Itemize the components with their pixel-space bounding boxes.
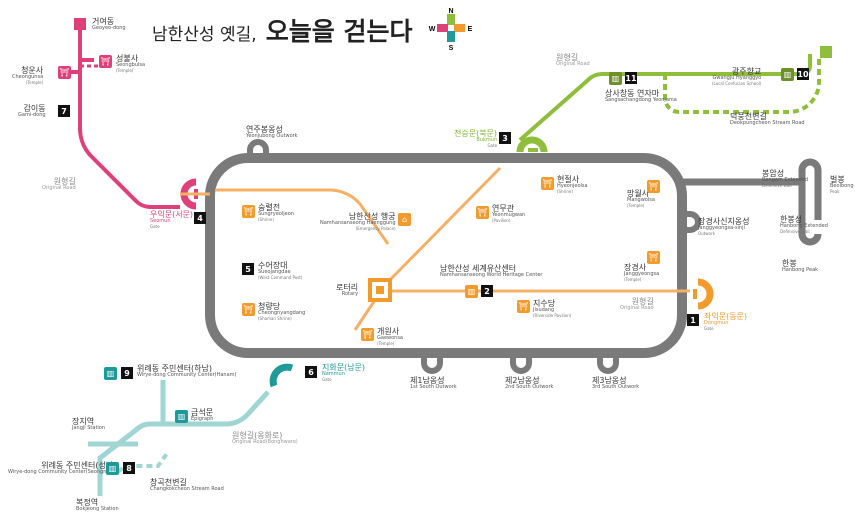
- compass-west: W: [429, 26, 436, 33]
- school-icon: ▥: [781, 68, 794, 81]
- outwork-south3: [597, 353, 619, 374]
- nammun-gate-symbol: [269, 363, 294, 388]
- label-wirye-hanam: 위례동 주민센터(하남)Wirye-dong Community Center(…: [137, 364, 237, 379]
- temple-icon: ⛩: [647, 251, 660, 264]
- number-badge-9: 9: [121, 367, 133, 379]
- green-dashed: [663, 56, 821, 114]
- shrine-icon: ⛩: [242, 303, 255, 316]
- pavilion-icon: ⛩: [476, 206, 489, 219]
- compass-east: E: [468, 26, 473, 33]
- monument-icon: ▥: [175, 410, 188, 423]
- outwork-yeonju: [247, 139, 269, 158]
- label-wirye-seongnam: 위례동 주민센터(성남)Wirye-dong Community Center(…: [8, 461, 117, 476]
- temple-icon: ⛩: [58, 66, 71, 79]
- pink-terminus: [74, 18, 86, 30]
- teal-route-line: [97, 390, 270, 496]
- bukmun-gate-symbol: [516, 136, 548, 153]
- number-badge-2: 2: [481, 285, 493, 297]
- monument-icon: ▥: [609, 72, 622, 85]
- pink-route-line: [78, 24, 180, 209]
- title-part2: 오늘을 걷는다: [265, 17, 413, 46]
- orange-diagonal: [353, 166, 502, 331]
- dongmun-gate-symbol: [697, 278, 714, 310]
- compass-icon: N S E W: [429, 8, 473, 51]
- temple-icon: ⛩: [99, 55, 112, 68]
- community-center-icon: ▥: [104, 367, 117, 380]
- pavilion-icon: ⛩: [517, 300, 530, 313]
- temple-icon: ⛩: [647, 180, 660, 193]
- number-badge-11: 11: [625, 72, 637, 84]
- number-badge-3: 3: [499, 132, 511, 144]
- teal-branch: [88, 380, 166, 447]
- shrine-icon: ⛩: [541, 177, 554, 190]
- outwork-south2: [510, 353, 532, 374]
- number-badge-8: 8: [123, 462, 135, 474]
- number-badge-7: 7: [58, 105, 70, 117]
- shrine-icon: ⛩: [242, 205, 255, 218]
- title-part1: 남한산성 옛길,: [152, 25, 257, 45]
- compass-north: N: [448, 8, 453, 15]
- number-badge-5: 5: [242, 263, 254, 275]
- community-center-icon: ▥: [106, 462, 119, 475]
- fortress-wall-loop: [205, 153, 687, 358]
- compass-south: S: [449, 45, 454, 51]
- orange-west-line: [180, 188, 390, 245]
- east-extension: [682, 158, 822, 246]
- number-badge-10: 10: [797, 68, 809, 80]
- community-center-icon: ▥: [465, 285, 478, 298]
- number-badge-6: 6: [305, 366, 317, 378]
- number-badge-1: 1: [687, 314, 699, 326]
- outwork-janggyeong: [682, 211, 701, 233]
- outwork-south1: [421, 353, 443, 374]
- map-title: 남한산성 옛길, 오늘을 걷는다: [152, 12, 412, 48]
- label-original-road-south: 원형길(옹화로)Original Road(Bonghwaro): [232, 431, 298, 446]
- palace-icon: ⌂: [398, 213, 411, 226]
- temple-icon: ⛩: [361, 328, 374, 341]
- green-terminus: [820, 46, 832, 58]
- number-badge-4: 4: [194, 212, 206, 224]
